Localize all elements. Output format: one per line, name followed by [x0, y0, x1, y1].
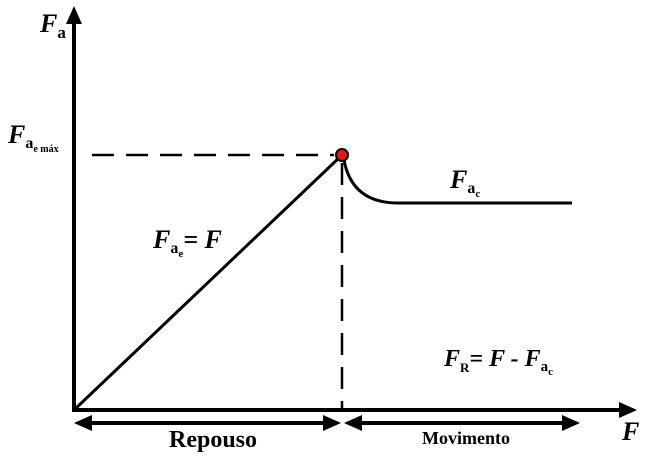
motion-region-arrow — [344, 415, 580, 431]
axes — [66, 6, 637, 418]
static-friction-line — [72, 154, 343, 412]
rest-region-label: Repouso — [169, 427, 257, 453]
kinetic-friction-label: Fac — [449, 165, 480, 200]
y-axis-label: Fa — [39, 9, 66, 42]
kinetic-friction-curve — [342, 159, 572, 205]
resultant-force-equation: FR= F - Fac — [443, 346, 553, 378]
max-static-label: Fae máx — [7, 120, 59, 155]
rest-region-arrow — [74, 415, 341, 431]
y-axis-arrowhead — [66, 6, 82, 24]
static-friction-equation: Fae= F — [152, 225, 222, 260]
x-axis-arrowhead — [619, 402, 637, 418]
x-axis-label: F — [621, 417, 639, 446]
motion-region-label: Movimento — [422, 428, 510, 448]
peak-point — [335, 148, 349, 162]
